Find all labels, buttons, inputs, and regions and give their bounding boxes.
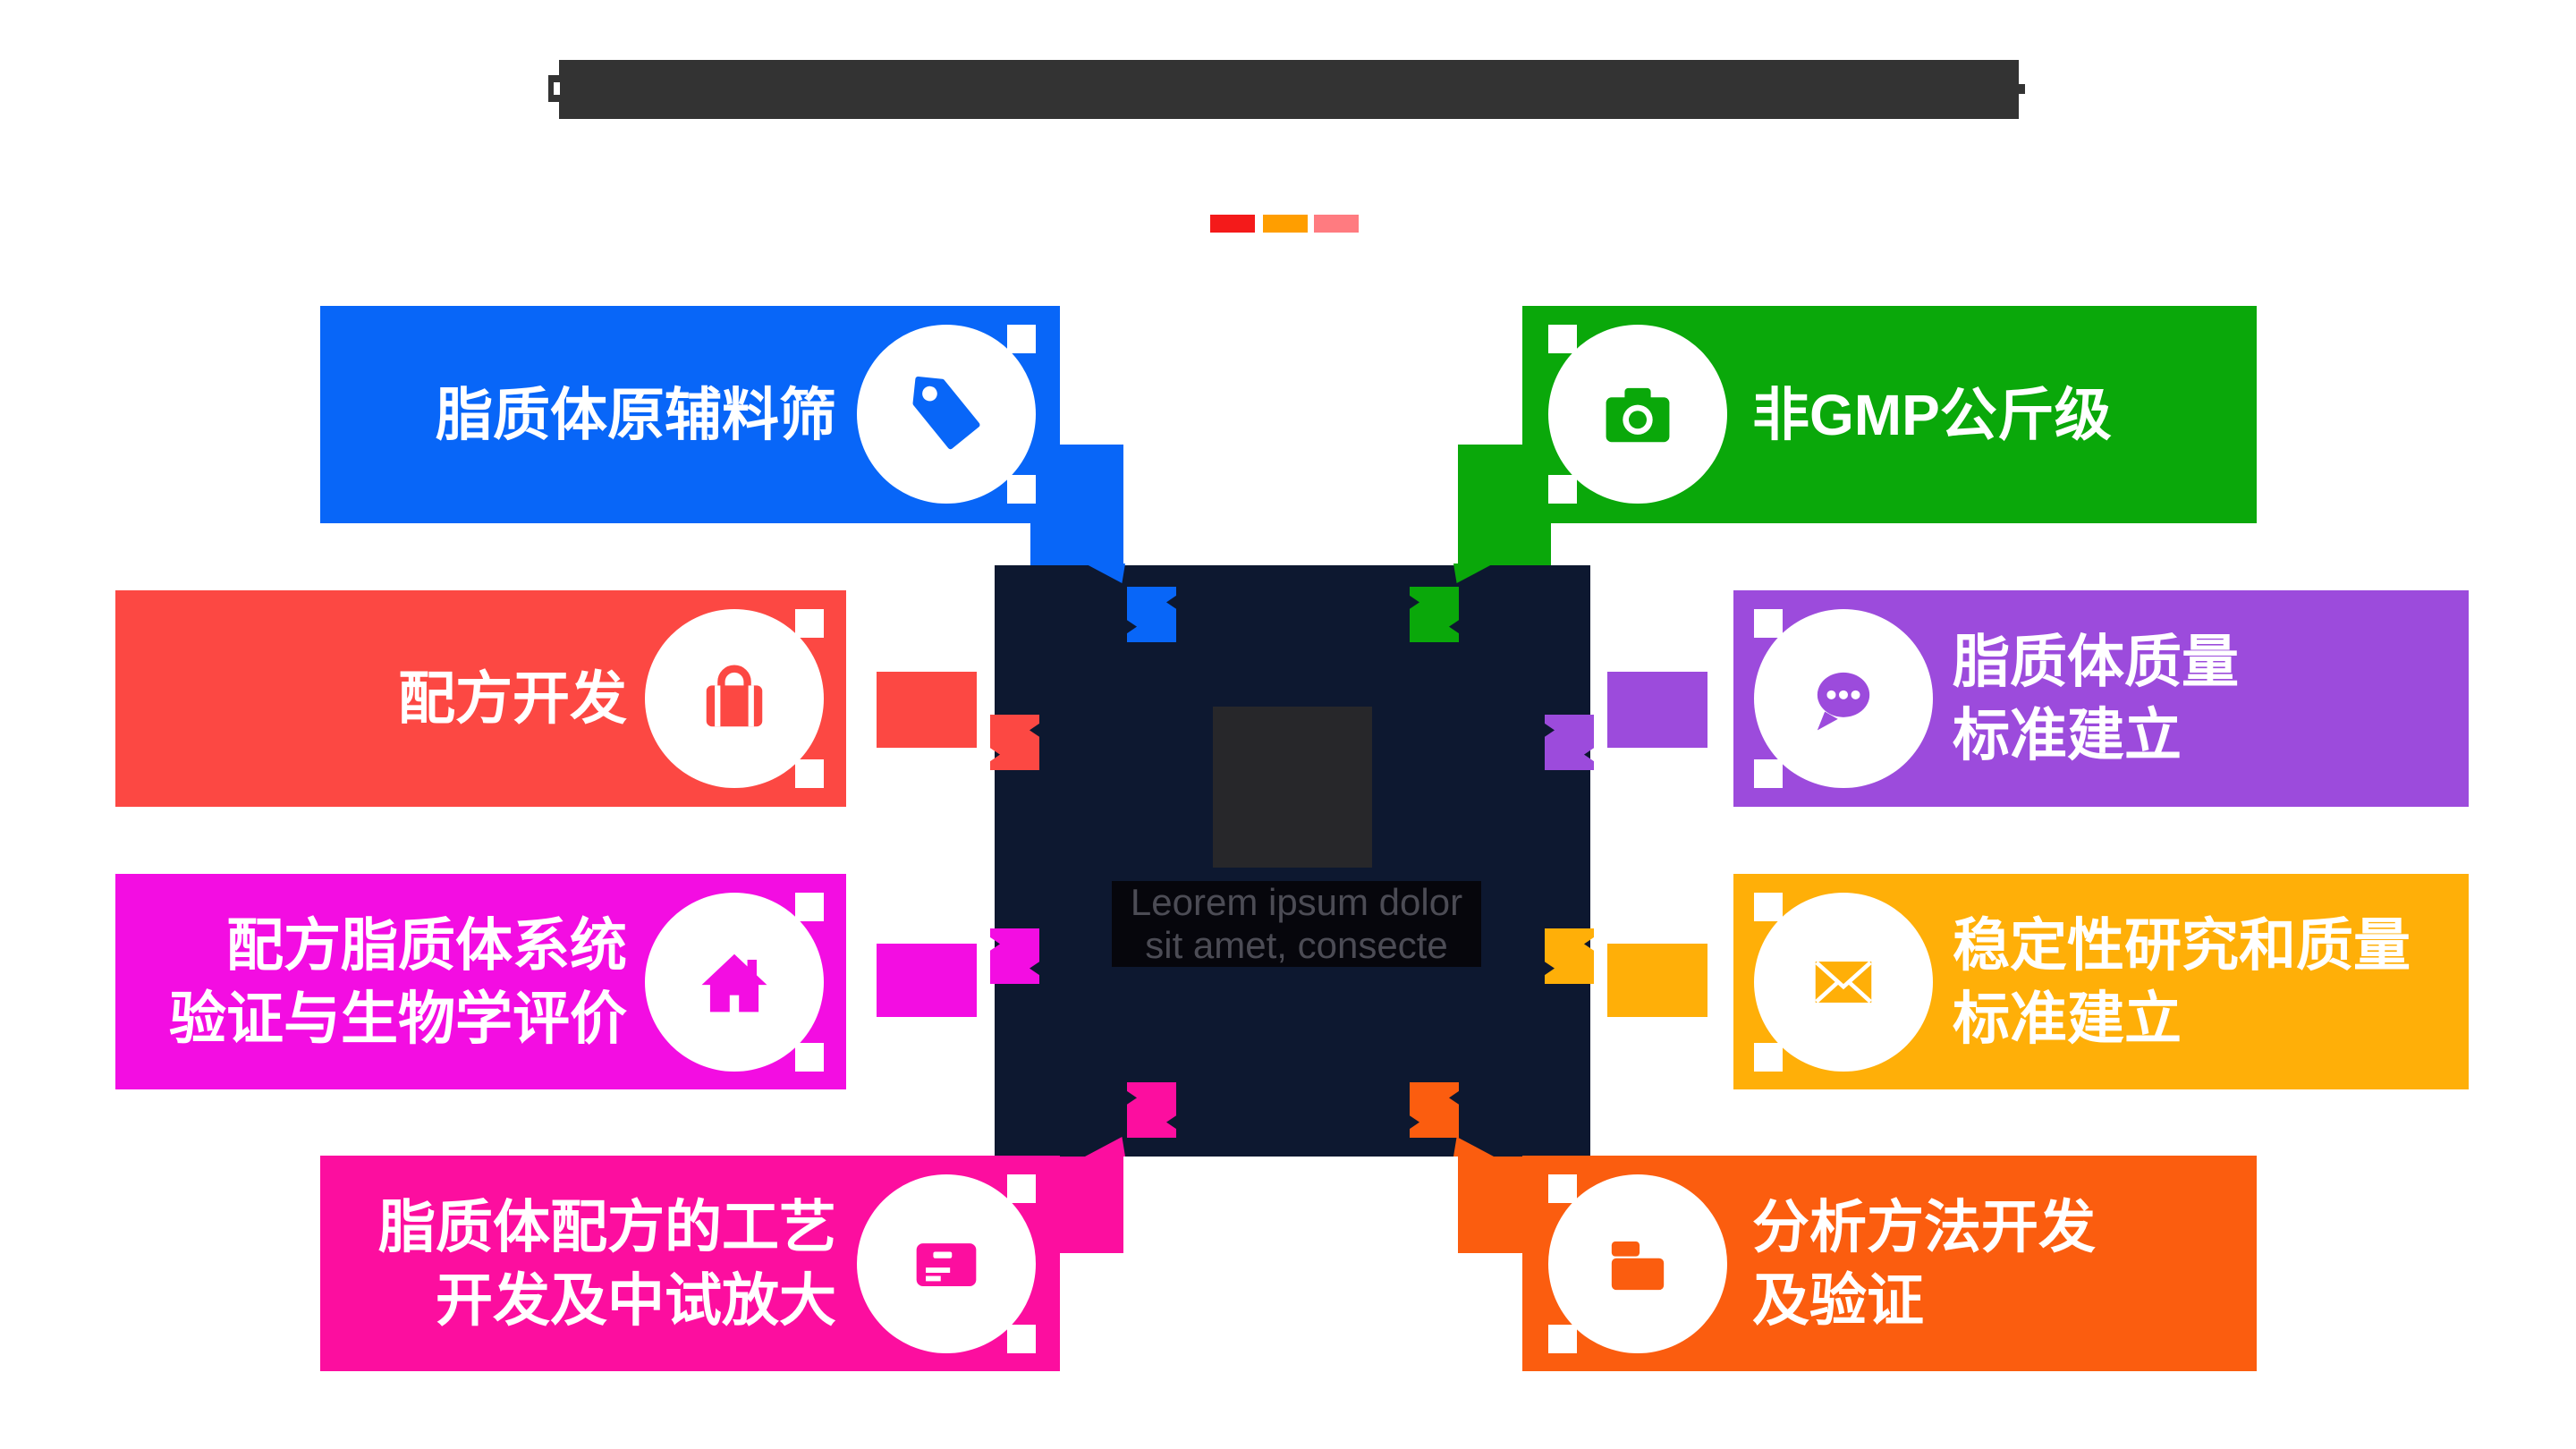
corner-notch xyxy=(1548,475,1577,504)
ribbon-orange xyxy=(1410,1082,1459,1138)
item-process-dev-pilot-scaleup[interactable]: 脂质体配方的工艺 开发及中试放大 xyxy=(320,1156,1060,1371)
dash-salmon xyxy=(1314,215,1359,233)
item-icon-circle xyxy=(645,609,824,788)
home-icon xyxy=(701,953,767,1013)
item-system-validation-bio-evaluation[interactable]: 配方脂质体系统 验证与生物学评价 xyxy=(115,874,846,1089)
item-icon-circle xyxy=(857,325,1036,504)
placeholder-line-2: sit amet, consecte xyxy=(1145,924,1448,966)
corner-notch xyxy=(1754,893,1783,921)
item-icon-circle xyxy=(1548,325,1727,504)
corner-notch xyxy=(795,893,824,921)
item-label-line: 配方脂质体系统 xyxy=(226,912,627,978)
item-label-line: 标准建立 xyxy=(1953,986,2182,1051)
item-formulation-development[interactable]: 配方开发 xyxy=(115,590,846,807)
connector-amber xyxy=(1607,944,1707,1017)
corner-notch xyxy=(1007,475,1036,504)
ribbon-green xyxy=(1410,587,1459,642)
item-label-line: 标准建立 xyxy=(1953,703,2182,767)
item-label-line: 非GMP公斤级 xyxy=(1752,382,2112,447)
item-analytical-method-validation[interactable]: 分析方法开发 及验证 xyxy=(1522,1156,2257,1371)
item-label-line: 验证与生物学评价 xyxy=(169,986,627,1051)
placeholder-line-1: Leorem ipsum dolor xyxy=(1130,881,1463,923)
corner-notch xyxy=(1007,1325,1036,1353)
item-label: 脂质体质量 标准建立 xyxy=(1953,590,2451,807)
connector-purple xyxy=(1607,672,1707,748)
item-stability-quality-standard[interactable]: 稳定性研究和质量 标准建立 xyxy=(1733,874,2469,1089)
chat-bubble-icon xyxy=(1817,672,1870,731)
envelope-icon xyxy=(1815,961,1872,1004)
item-label: 分析方法开发 及验证 xyxy=(1752,1156,2239,1371)
item-icon-circle xyxy=(1548,1174,1727,1353)
item-liposome-raw-material-screening[interactable]: 脂质体原辅料筛 xyxy=(320,306,1060,523)
item-label-line: 分析方法开发 xyxy=(1752,1194,2096,1259)
item-label: 非GMP公斤级 xyxy=(1752,306,2239,523)
folder-icon xyxy=(1611,1241,1665,1291)
title-text-fragment-notch xyxy=(554,82,560,95)
tag-icon xyxy=(912,376,980,450)
item-label: 配方脂质体系统 验证与生物学评价 xyxy=(142,874,627,1089)
connector-magenta xyxy=(877,944,977,1017)
ribbon-red xyxy=(990,715,1039,770)
item-liposome-quality-standard[interactable]: 脂质体质量 标准建立 xyxy=(1733,590,2469,807)
corner-notch xyxy=(795,609,824,638)
item-non-gmp-kilogram-scale[interactable]: 非GMP公斤级 xyxy=(1522,306,2257,523)
ribbon-amber xyxy=(1545,928,1594,984)
corner-notch xyxy=(795,759,824,788)
corner-notch xyxy=(1754,1043,1783,1072)
corner-notch xyxy=(1548,1174,1577,1203)
center-box[interactable]: Leorem ipsum dolor sit amet, consecte xyxy=(995,565,1590,1157)
corner-notch xyxy=(1007,325,1036,353)
corner-notch xyxy=(1754,609,1783,638)
item-icon-circle xyxy=(1754,893,1933,1072)
dash-red xyxy=(1210,215,1255,233)
ribbon-purple xyxy=(1545,715,1594,770)
item-icon-circle xyxy=(857,1174,1036,1353)
title-banner xyxy=(559,60,2019,119)
center-inner-square xyxy=(1213,707,1372,868)
card-icon xyxy=(916,1243,977,1286)
item-label-line: 脂质体原辅料筛 xyxy=(436,382,836,447)
ribbon-magenta xyxy=(990,928,1039,984)
title-text-fragment-right xyxy=(2018,84,2025,94)
item-label: 脂质体原辅料筛 xyxy=(347,306,836,523)
ribbon-blue xyxy=(1127,587,1176,642)
camera-icon xyxy=(1606,387,1670,443)
corner-notch xyxy=(1548,1325,1577,1353)
item-label-line: 脂质体质量 xyxy=(1953,630,2239,694)
corner-notch xyxy=(1007,1174,1036,1203)
item-label-line: 脂质体配方的工艺 xyxy=(378,1194,836,1259)
item-label: 配方开发 xyxy=(142,590,627,807)
corner-notch xyxy=(795,1043,824,1072)
center-placeholder-text: Leorem ipsum dolor sit amet, consecte xyxy=(1112,881,1481,967)
ribbon-pink xyxy=(1127,1082,1176,1138)
item-icon-circle xyxy=(645,893,824,1072)
item-label: 脂质体配方的工艺 开发及中试放大 xyxy=(347,1156,836,1371)
item-label: 稳定性研究和质量 标准建立 xyxy=(1953,874,2451,1089)
title-text-fragment-left xyxy=(548,75,560,102)
item-label-line: 开发及中试放大 xyxy=(436,1267,836,1333)
connector-red xyxy=(877,672,977,748)
dash-orange xyxy=(1263,215,1308,233)
item-label-line: 配方开发 xyxy=(398,666,627,731)
item-label-line: 稳定性研究和质量 xyxy=(1953,912,2411,978)
item-label-line: 及验证 xyxy=(1752,1267,1924,1333)
corner-notch xyxy=(1548,325,1577,353)
briefcase-icon xyxy=(706,665,763,727)
corner-notch xyxy=(1754,759,1783,788)
item-icon-circle xyxy=(1754,609,1933,788)
